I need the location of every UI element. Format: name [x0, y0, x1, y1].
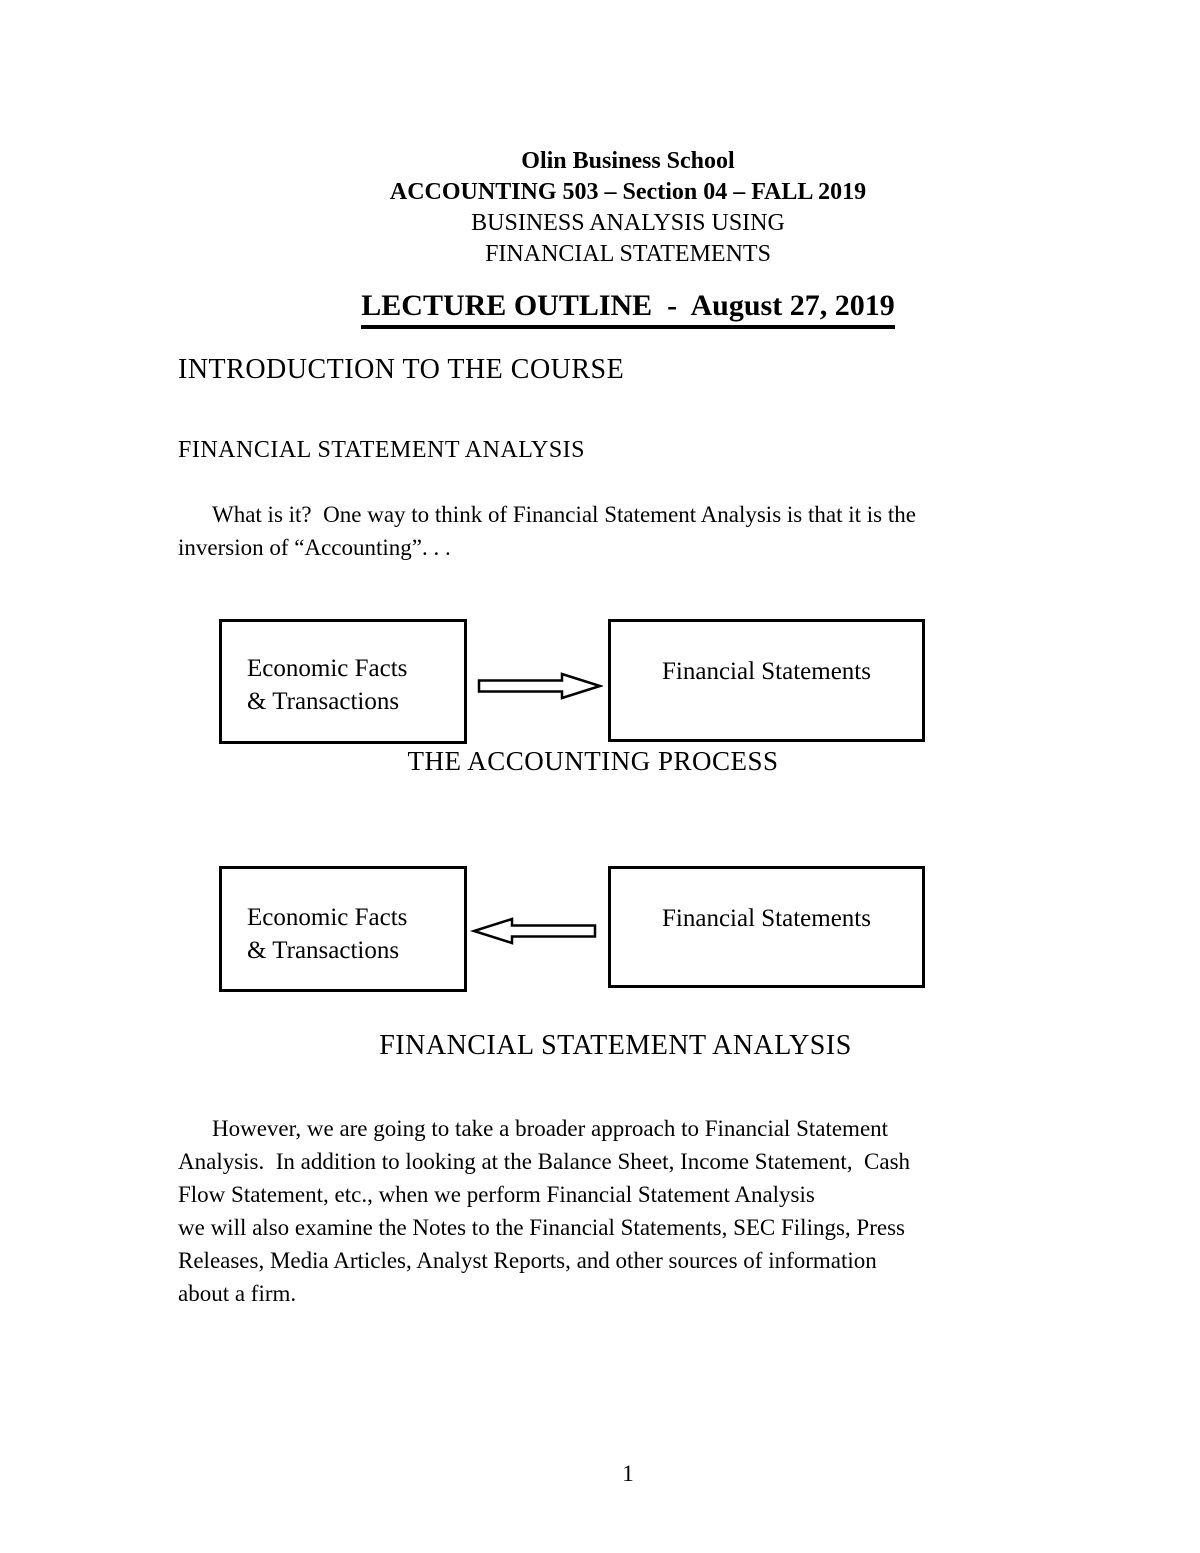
- fsa-heading: FINANCIAL STATEMENT ANALYSIS: [178, 437, 586, 463]
- lecture-title: LECTURE OUTLINE - August 27, 2019: [361, 289, 895, 329]
- lecture-title-row: LECTURE OUTLINE - August 27, 2019: [178, 289, 1078, 329]
- document-header: Olin Business School ACCOUNTING 503 – Se…: [178, 146, 1078, 270]
- what-is-it-paragraph: What is it? One way to think of Financia…: [178, 502, 916, 560]
- page-number: 1: [622, 1461, 634, 1486]
- financial-statements-box: Financial Statements: [608, 866, 925, 988]
- economic-facts-box: Economic Facts & Transactions: [219, 619, 467, 744]
- fsa-caption: FINANCIAL STATEMENT ANALYSIS: [379, 1030, 852, 1061]
- course-line: ACCOUNTING 503 – Section 04 – FALL 2019: [389, 179, 867, 205]
- financial-statements-box: Financial Statements: [608, 619, 925, 742]
- economic-facts-box: Economic Facts & Transactions: [219, 866, 467, 992]
- right-arrow-icon: [477, 672, 603, 700]
- intro-heading: INTRODUCTION TO THE COURSE: [178, 354, 625, 385]
- accounting-process-caption: THE ACCOUNTING PROCESS: [407, 746, 779, 776]
- course-subtitle-line1: BUSINESS ANALYSIS USING: [471, 210, 785, 236]
- school-name: Olin Business School: [521, 148, 735, 174]
- however-paragraph: However, we are going to take a broader …: [178, 1116, 911, 1306]
- course-subtitle-line2: FINANCIAL STATEMENTS: [485, 241, 771, 267]
- left-arrow-icon: [469, 917, 597, 945]
